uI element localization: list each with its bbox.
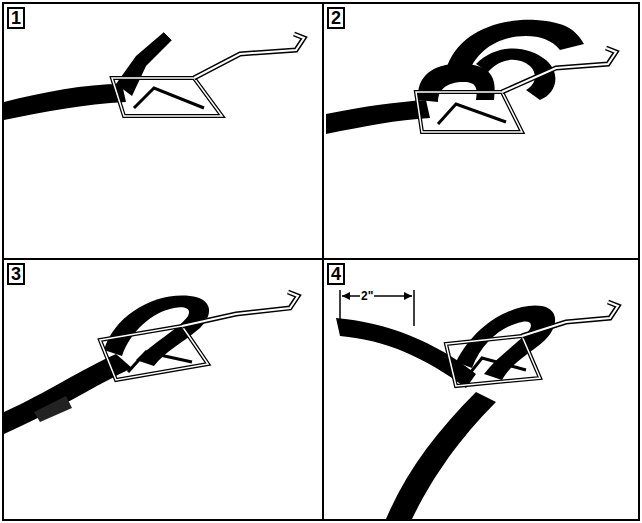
dimension-label: 2"	[360, 289, 374, 303]
step-2-drawing	[326, 20, 616, 134]
step-number: 1	[7, 7, 25, 29]
step-number: 4	[327, 263, 345, 285]
step-panel: 3	[2, 258, 324, 521]
step-panel: 2	[322, 2, 640, 260]
step-4-drawing	[336, 290, 618, 519]
step-panel: 1	[2, 2, 324, 260]
step-number: 3	[7, 263, 25, 285]
step-number: 2	[327, 7, 345, 29]
step-3-drawing	[4, 292, 298, 434]
step-1-drawing	[4, 32, 304, 120]
